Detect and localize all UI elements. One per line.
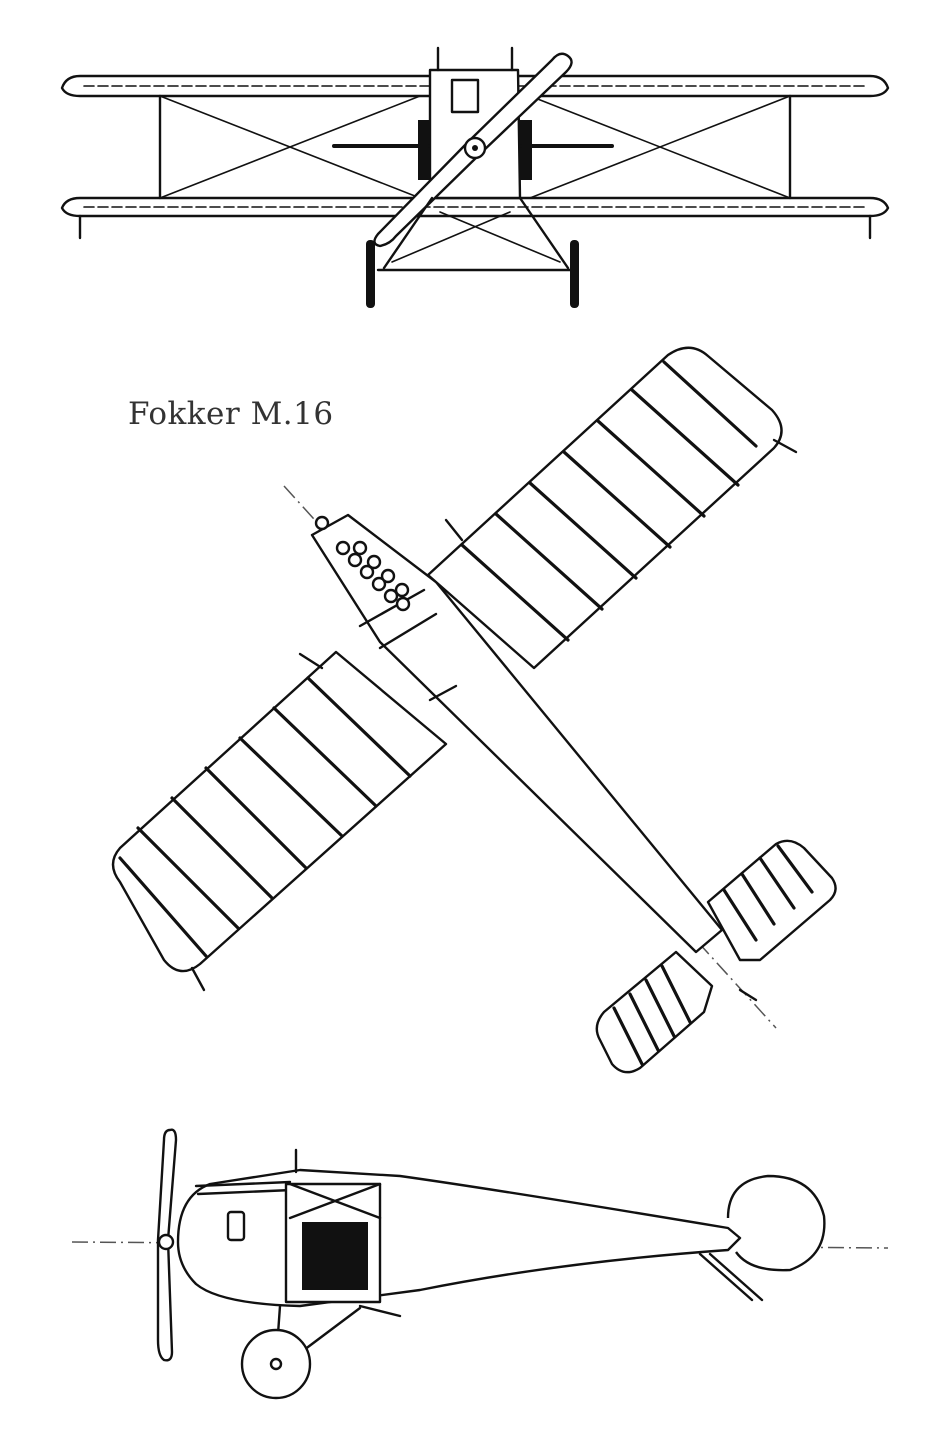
rudder: [726, 1174, 826, 1272]
cockpit-opening: [302, 1222, 368, 1290]
drawing-title: Fokker M.16: [128, 396, 334, 432]
side-undercarriage: [240, 1304, 402, 1400]
right-wing-plan: [426, 346, 798, 670]
right-tailplane: [706, 839, 837, 962]
engine-cylinders: [335, 540, 411, 612]
bracing-wires: [159, 95, 791, 199]
lower-wing: [60, 196, 890, 218]
left-tailplane: [595, 950, 714, 1074]
undercarriage: [366, 196, 579, 308]
left-wing-plan: [111, 650, 448, 992]
fuselage-plan: [310, 513, 724, 954]
front-view: [60, 46, 890, 308]
